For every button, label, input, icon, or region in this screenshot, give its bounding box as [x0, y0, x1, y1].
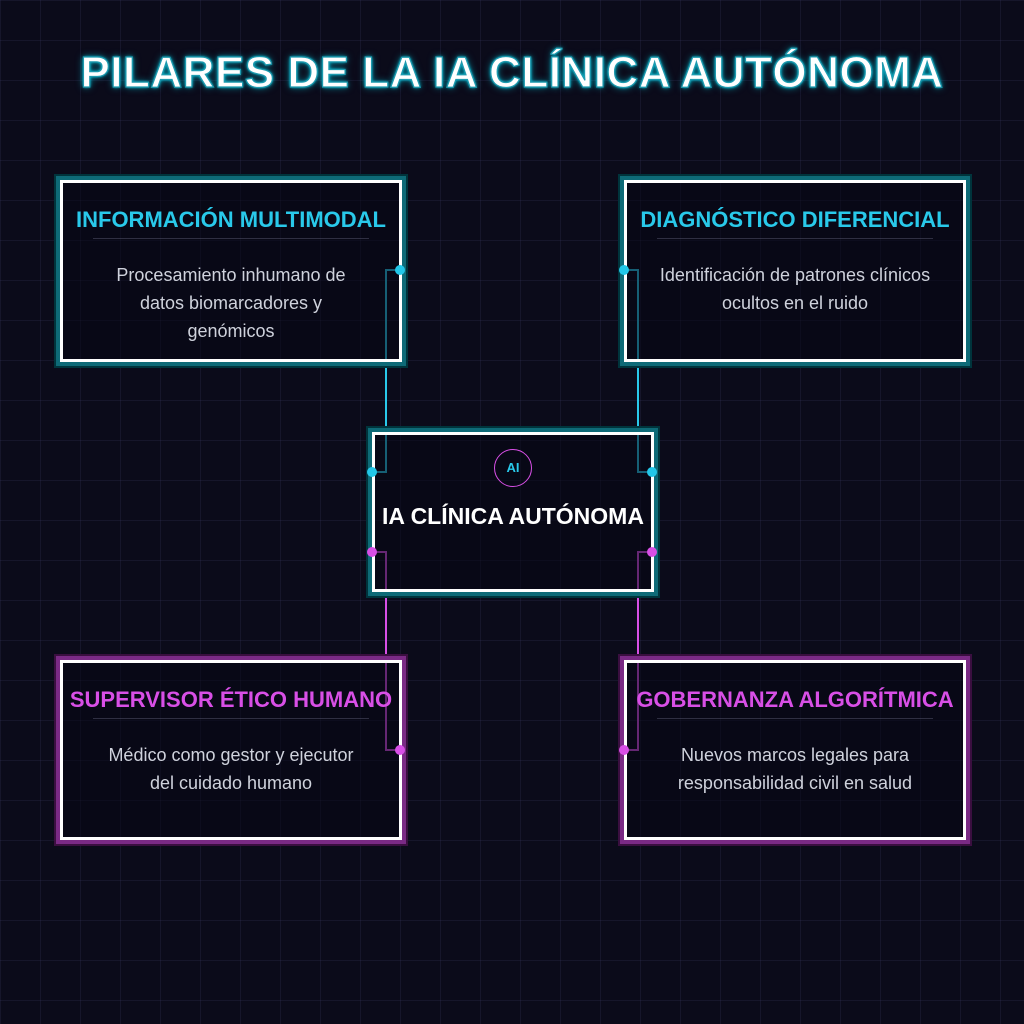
pillar-diagnosis-box: DIAGNÓSTICO DIFERENCIAL Identificación d…	[624, 180, 966, 362]
pillar-title: INFORMACIÓN MULTIMODAL	[76, 207, 386, 232]
diagram-title: PILARES DE LA IA CLÍNICA AUTÓNOMA	[80, 47, 944, 97]
ai-badge-icon: AI	[494, 449, 532, 487]
pillar-supervisor-box: SUPERVISOR ÉTICO HUMANO Médico como gest…	[60, 660, 402, 840]
connector-dot	[647, 467, 657, 477]
connector-dot	[395, 265, 405, 275]
pillar-description: Procesamiento inhumano de datos biomarca…	[116, 265, 346, 341]
pillar-title: DIAGNÓSTICO DIFERENCIAL	[640, 207, 950, 232]
pillar-divider	[93, 718, 369, 719]
connector-dot	[647, 547, 657, 557]
pillar-description: Identificación de patrones clínicos ocul…	[659, 265, 931, 313]
pillar-governance-box: GOBERNANZA ALGORÍTMICA Nuevos marcos leg…	[624, 660, 966, 840]
connector-dot	[367, 547, 377, 557]
connector-dot	[619, 745, 629, 755]
pillar-description: Médico como gestor y ejecutor del cuidad…	[108, 745, 354, 793]
center-label: IA CLÍNICA AUTÓNOMA	[382, 503, 644, 529]
pillar-divider	[93, 238, 369, 239]
pillar-description: Nuevos marcos legales para responsabilid…	[677, 745, 913, 793]
connector-dot	[367, 467, 377, 477]
pillar-divider	[657, 718, 933, 719]
pillar-divider	[657, 238, 933, 239]
connector-dot	[619, 265, 629, 275]
pillar-title: GOBERNANZA ALGORÍTMICA	[636, 687, 954, 712]
pillar-title: SUPERVISOR ÉTICO HUMANO	[69, 687, 393, 712]
connector-dot	[395, 745, 405, 755]
center-node: AI IA CLÍNICA AUTÓNOMA	[372, 432, 654, 592]
pillar-information-box: INFORMACIÓN MULTIMODAL Procesamiento inh…	[60, 180, 402, 362]
